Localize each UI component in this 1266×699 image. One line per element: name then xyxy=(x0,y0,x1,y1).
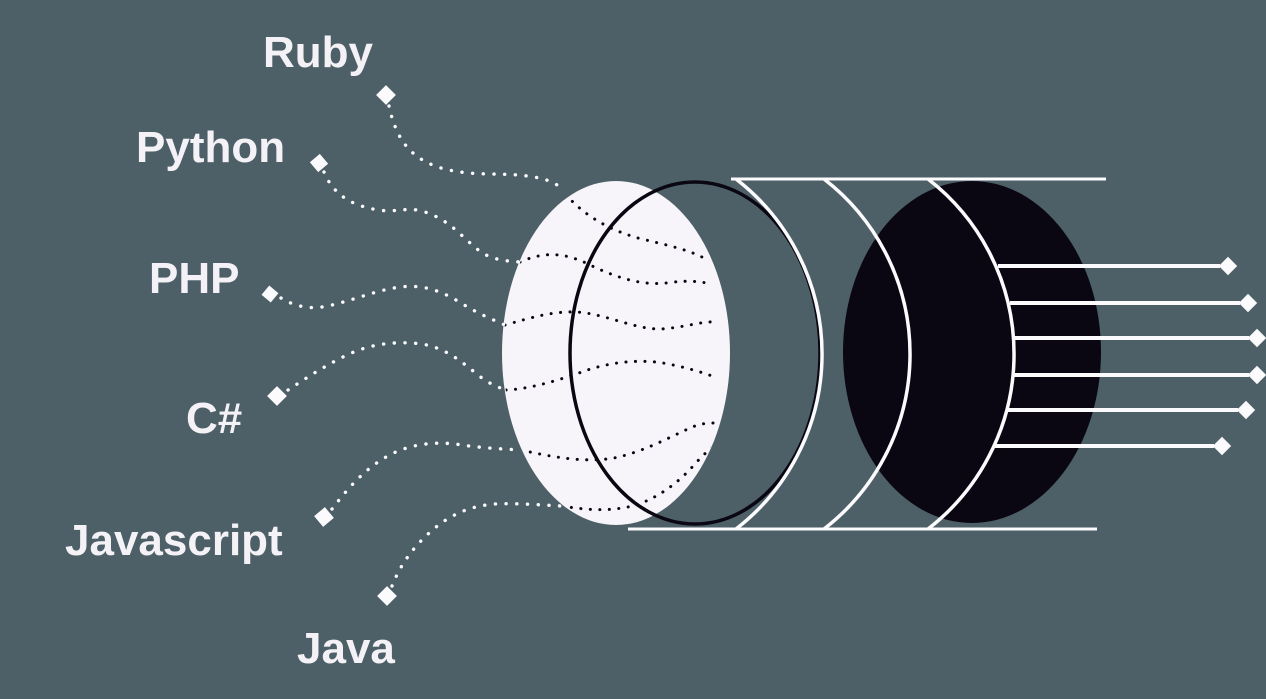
output-diamond-3 xyxy=(1247,328,1266,348)
output-diamonds xyxy=(1212,256,1266,456)
dotted-connector-javascript xyxy=(330,441,523,511)
language-label-java: Java xyxy=(297,624,395,673)
output-diamond-4 xyxy=(1247,365,1266,385)
label-diamond-javascript xyxy=(314,507,334,527)
label-diamond-ruby xyxy=(376,85,396,105)
funnel-back-face xyxy=(843,181,1101,523)
inner-strand-ruby xyxy=(558,185,711,263)
language-label-php: PHP xyxy=(149,254,240,303)
output-diamond-6 xyxy=(1212,436,1232,456)
inner-strands xyxy=(503,185,717,512)
funnel-front-face xyxy=(502,181,730,525)
funnel-segment-arc-1 xyxy=(734,177,824,531)
label-diamond-csharp xyxy=(267,386,287,406)
language-label-ruby: Ruby xyxy=(263,28,373,77)
inner-strand-php xyxy=(503,310,717,331)
inner-strand-java xyxy=(560,443,716,512)
dotted-connector-python xyxy=(322,170,522,264)
output-lines xyxy=(994,264,1249,448)
dotted-connectors xyxy=(279,104,564,588)
label-diamond-python xyxy=(309,153,329,173)
label-diamonds xyxy=(261,85,397,606)
language-label-csharp: C# xyxy=(186,394,243,443)
dotted-connector-php xyxy=(279,284,507,327)
funnel-segment-arcs xyxy=(734,177,1016,531)
language-label-python: Python xyxy=(136,123,286,172)
output-diamond-2 xyxy=(1238,293,1258,313)
language-label-javascript: Javascript xyxy=(65,516,283,565)
funnel-segment-arc-2 xyxy=(822,177,912,531)
output-diamond-5 xyxy=(1236,400,1256,420)
label-diamond-php xyxy=(261,285,279,303)
output-diamond-1 xyxy=(1218,256,1238,276)
funnel-rim xyxy=(568,180,822,526)
dotted-connector-csharp xyxy=(286,341,508,392)
label-diamond-java xyxy=(377,586,397,606)
funnel-segment-arc-3 xyxy=(926,177,1016,531)
dotted-connector-java xyxy=(390,502,564,588)
